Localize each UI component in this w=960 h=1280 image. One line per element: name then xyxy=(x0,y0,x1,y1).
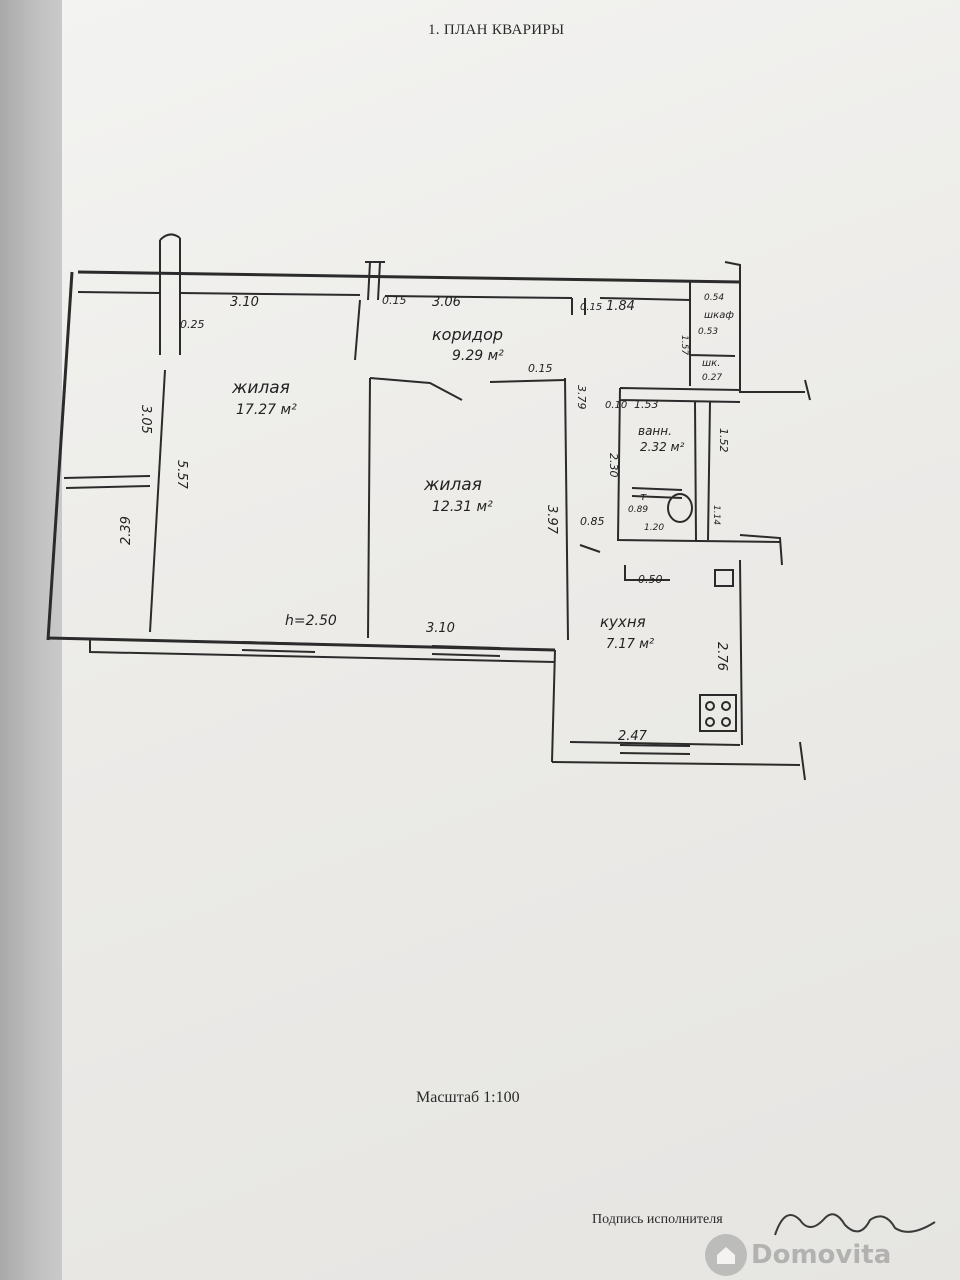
stub-2 xyxy=(365,261,385,301)
closet-walls xyxy=(689,282,736,386)
wall-small-room xyxy=(63,475,151,489)
room-corridor-name: коридор xyxy=(432,325,503,344)
dim-0-89: 0.89 xyxy=(628,505,648,515)
dim-0-15-c: 0.15 xyxy=(528,362,553,375)
dim-0-10: 0.10 xyxy=(605,400,627,411)
wall-living1-left xyxy=(149,369,166,633)
watermark-logo-icon xyxy=(705,1234,747,1276)
signature-label: Подпись исполнителя xyxy=(592,1212,723,1227)
bottom-wall-left-outer xyxy=(89,640,556,663)
dim-2-30: 2.30 xyxy=(607,453,620,478)
dim-0-85: 0.85 xyxy=(580,515,605,528)
room-corridor-area: 9.29 м² xyxy=(452,348,504,364)
dim-3-79: 3.79 xyxy=(575,385,588,410)
window-1 xyxy=(241,641,316,653)
dim-1-84: 1.84 xyxy=(606,299,635,314)
watermark: Domovita xyxy=(705,1234,891,1276)
top-wall xyxy=(77,270,741,284)
window-3 xyxy=(619,744,691,755)
kitchen-door xyxy=(579,544,670,581)
dim-3-97: 3.97 xyxy=(544,505,559,535)
dim-1-57: 1.57 xyxy=(679,335,689,355)
top-wall-inner xyxy=(77,291,691,301)
dim-0-54: 0.54 xyxy=(704,293,724,303)
wall-living1-right xyxy=(354,299,371,639)
wall-right-lower xyxy=(739,534,806,781)
toilet-icon xyxy=(667,493,693,523)
dim-3-05: 3.05 xyxy=(138,405,153,434)
room-kitchen-name: кухня xyxy=(600,613,646,631)
right-wall xyxy=(724,261,811,401)
bath-block xyxy=(616,387,781,543)
dim-0-15-a: 0.15 xyxy=(382,294,407,307)
dim-5-57: 5.57 xyxy=(174,460,189,490)
room-toilet-label: т xyxy=(640,490,647,503)
dim-2-47: 2.47 xyxy=(618,729,648,744)
dim-h-2-50: h=2.50 xyxy=(285,613,337,629)
dim-0-53: 0.53 xyxy=(698,327,718,337)
stove-icon xyxy=(699,694,737,732)
stub-3 xyxy=(571,298,586,315)
dim-0-15-b: 0.15 xyxy=(580,302,602,313)
dim-1-53: 1.53 xyxy=(634,398,659,411)
scale-label: Масштаб 1:100 xyxy=(416,1089,520,1106)
paper-sheet xyxy=(62,0,960,1280)
room-closet-2-label: шк. xyxy=(702,358,720,369)
room-living-2-name: жилая xyxy=(423,475,482,495)
room-kitchen-area: 7.17 м² xyxy=(606,637,654,652)
room-living-1-name: жилая xyxy=(231,378,290,398)
watermark-text: Domovita xyxy=(751,1240,892,1270)
document-title: 1. ПЛАН КВАРИРЫ xyxy=(428,22,565,38)
dim-1-20: 1.20 xyxy=(644,523,664,533)
room-bathroom-area: 2.32 м² xyxy=(640,440,685,454)
vent-icon xyxy=(714,569,734,587)
stub-1 xyxy=(159,233,181,355)
dim-1-52: 1.52 xyxy=(717,428,730,453)
room-bathroom-name: ванн. xyxy=(638,424,672,438)
room-living-1-area: 17.27 м² xyxy=(236,402,297,418)
dim-3-10-bottom: 3.10 xyxy=(426,621,455,636)
dim-1-14: 1.14 xyxy=(711,505,721,525)
dim-0-25: 0.25 xyxy=(180,318,205,331)
wall-corridor-bottom xyxy=(369,377,566,401)
kitchen-bottom-wall xyxy=(551,741,801,766)
bath-door xyxy=(631,487,683,499)
dim-0-27: 0.27 xyxy=(702,373,722,383)
dim-2-39: 2.39 xyxy=(119,516,134,545)
room-living-2-area: 12.31 м² xyxy=(432,499,493,515)
wall-living2-right xyxy=(564,377,569,641)
dim-2-76: 2.76 xyxy=(714,642,729,671)
kitchen-left-wall xyxy=(551,649,556,763)
window-2 xyxy=(431,645,501,657)
dim-3-06: 3.06 xyxy=(432,295,461,310)
dim-0-50: 0.50 xyxy=(638,573,663,586)
dim-3-10-top: 3.10 xyxy=(230,295,259,310)
handwritten-signature xyxy=(774,1213,936,1236)
left-wall xyxy=(46,271,74,641)
room-closet-1-label: шкаф xyxy=(704,310,734,321)
kitchen-right-wall xyxy=(739,559,743,746)
